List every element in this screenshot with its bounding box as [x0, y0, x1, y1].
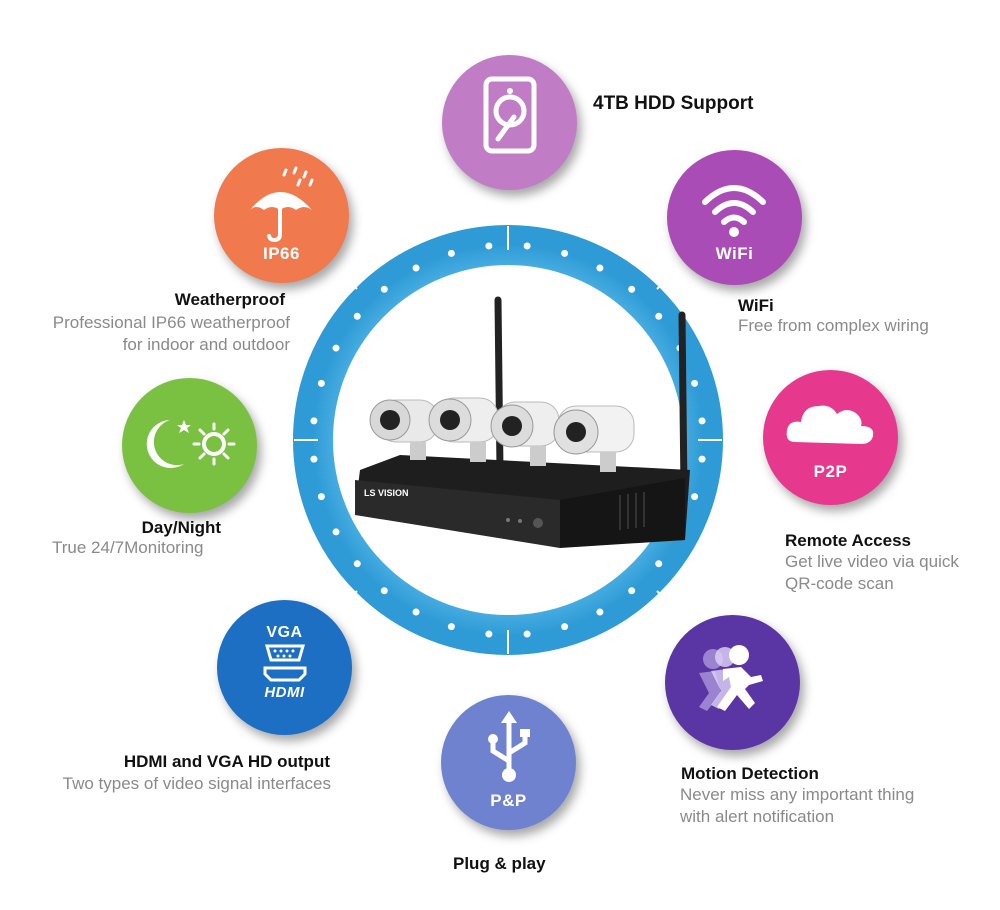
hdmi-desc: Two types of video signal interfaces — [62, 774, 331, 793]
hdmi-circle: VGA HDMI — [217, 600, 352, 735]
wifi-desc: Free from complex wiring — [738, 316, 929, 335]
camera-4 — [553, 405, 635, 472]
daynight-circle — [122, 378, 257, 513]
plug-icon-label: P&P — [490, 791, 527, 810]
ring-dot — [691, 379, 699, 387]
ring-dot — [485, 630, 493, 638]
wifi-icon — [702, 185, 766, 237]
ring-dot — [655, 312, 663, 320]
running-man-icon — [699, 645, 763, 711]
vga-icon-label: VGA — [266, 624, 303, 641]
ring-dot — [317, 493, 325, 501]
ring-dot — [332, 528, 340, 536]
ring-dot — [353, 560, 361, 568]
ring-dot — [447, 623, 455, 631]
p2p-desc-line2: QR-code scan — [785, 574, 894, 593]
usb-icon — [488, 711, 530, 782]
p2p-circle: P2P — [763, 370, 898, 505]
ring-dot — [628, 285, 636, 293]
ring-dot — [561, 623, 569, 631]
p2p-title: Remote Access — [785, 531, 911, 550]
ring-dot — [485, 242, 493, 250]
ring-dot — [596, 608, 604, 616]
ring-dot — [698, 417, 706, 425]
weather-icon-label: IP66 — [263, 244, 300, 263]
ports-icon — [263, 644, 307, 682]
ring-dot — [523, 630, 531, 638]
ring-dot — [317, 379, 325, 387]
daynight-desc: True 24/7Monitoring — [52, 538, 204, 557]
ring-dot — [655, 560, 663, 568]
camera-group — [369, 397, 635, 472]
hdd-circle — [442, 55, 577, 190]
hdd-icon — [483, 76, 537, 154]
camera-3 — [490, 401, 560, 466]
ring-dot — [691, 493, 699, 501]
weather-desc-line1: Professional IP66 weatherproof — [52, 313, 290, 332]
antenna-left — [494, 296, 504, 474]
umbrella-icon — [250, 166, 314, 243]
ring-dot — [447, 249, 455, 257]
weather-circle: IP66 — [214, 148, 349, 283]
weather-title: Weatherproof — [174, 290, 285, 309]
camera-2 — [428, 397, 499, 462]
antenna-right — [678, 311, 688, 494]
wifi-circle: WiFi — [667, 150, 802, 285]
nvr-brand: LS VISION — [364, 488, 409, 498]
wifi-icon-label: WiFi — [715, 244, 754, 263]
cloud-icon — [786, 405, 874, 444]
ring-dot — [628, 587, 636, 595]
camera-1 — [369, 399, 439, 460]
hdmi-title: HDMI and VGA HD output — [123, 752, 330, 771]
ring-dot — [332, 344, 340, 352]
weather-desc-line2: for indoor and outdoor — [122, 335, 290, 354]
plug-circle: P&P — [441, 695, 576, 830]
daynight-title: Day/Night — [141, 518, 221, 537]
motion-desc-line1: Never miss any important thing — [680, 785, 915, 804]
ring-dot — [310, 455, 318, 463]
ring-ticks — [294, 226, 722, 654]
ring-dot — [353, 312, 361, 320]
motion-title: Motion Detection — [681, 764, 819, 783]
plug-title: Plug & play — [453, 854, 546, 873]
p2p-desc-line1: Get live video via quick — [785, 552, 959, 571]
ring-dot — [698, 455, 706, 463]
ring-dot — [596, 264, 604, 272]
ring-dot — [561, 249, 569, 257]
ring-dot — [523, 242, 531, 250]
ring-dot — [310, 417, 318, 425]
moon-sun-icon — [146, 420, 236, 468]
hdmi-icon-label: HDMI — [264, 684, 305, 701]
motion-desc-line2: with alert notification — [680, 807, 835, 826]
hdd-title: 4TB HDD Support — [593, 93, 754, 114]
ring-dot — [412, 608, 420, 616]
motion-circle — [665, 615, 800, 750]
ring-dot — [380, 587, 388, 595]
ring-dot — [412, 264, 420, 272]
nvr-button — [533, 518, 543, 528]
wifi-title: WiFi — [738, 296, 774, 315]
ring-dot — [380, 285, 388, 293]
nvr-device: LS VISION — [355, 296, 690, 548]
p2p-icon-label: P2P — [813, 462, 848, 481]
